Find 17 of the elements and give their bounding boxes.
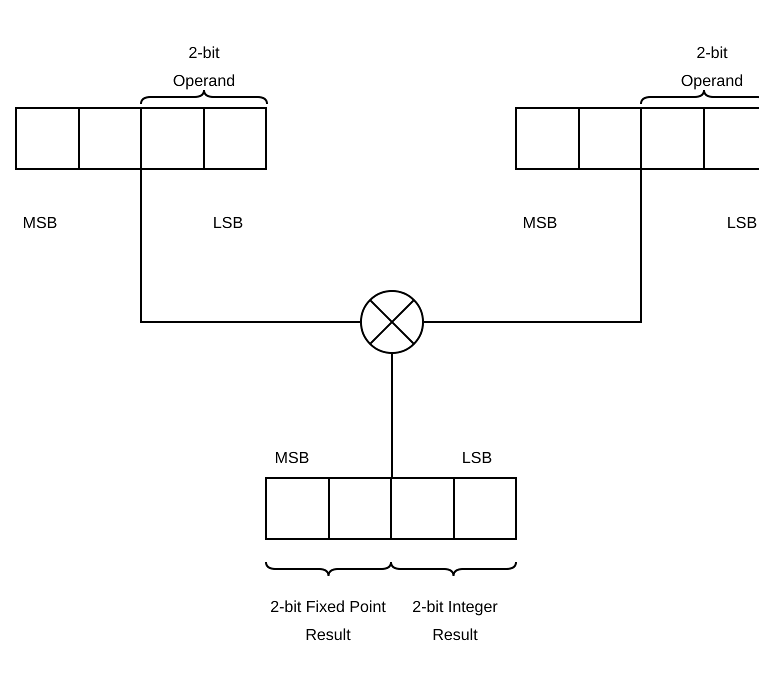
text-label: 2-bit Fixed Point Result (269, 598, 387, 646)
text-label: LSB (460, 449, 494, 469)
multiplier-symbol (360, 290, 424, 354)
connector-line (424, 170, 642, 323)
text-label: 2-bit Operand (680, 44, 744, 92)
text-label: LSB (212, 214, 244, 234)
connector-line (391, 354, 393, 477)
connector-line (140, 170, 360, 323)
register (15, 107, 267, 170)
text-label: MSB (274, 449, 310, 469)
text-label: MSB (522, 214, 558, 234)
register (515, 107, 759, 170)
text-label: LSB (726, 214, 758, 234)
text-label: 2-bit Operand (172, 44, 236, 92)
text-label: 2-bit Integer Result (411, 598, 499, 646)
text-label: MSB (22, 214, 58, 234)
register (265, 477, 517, 540)
